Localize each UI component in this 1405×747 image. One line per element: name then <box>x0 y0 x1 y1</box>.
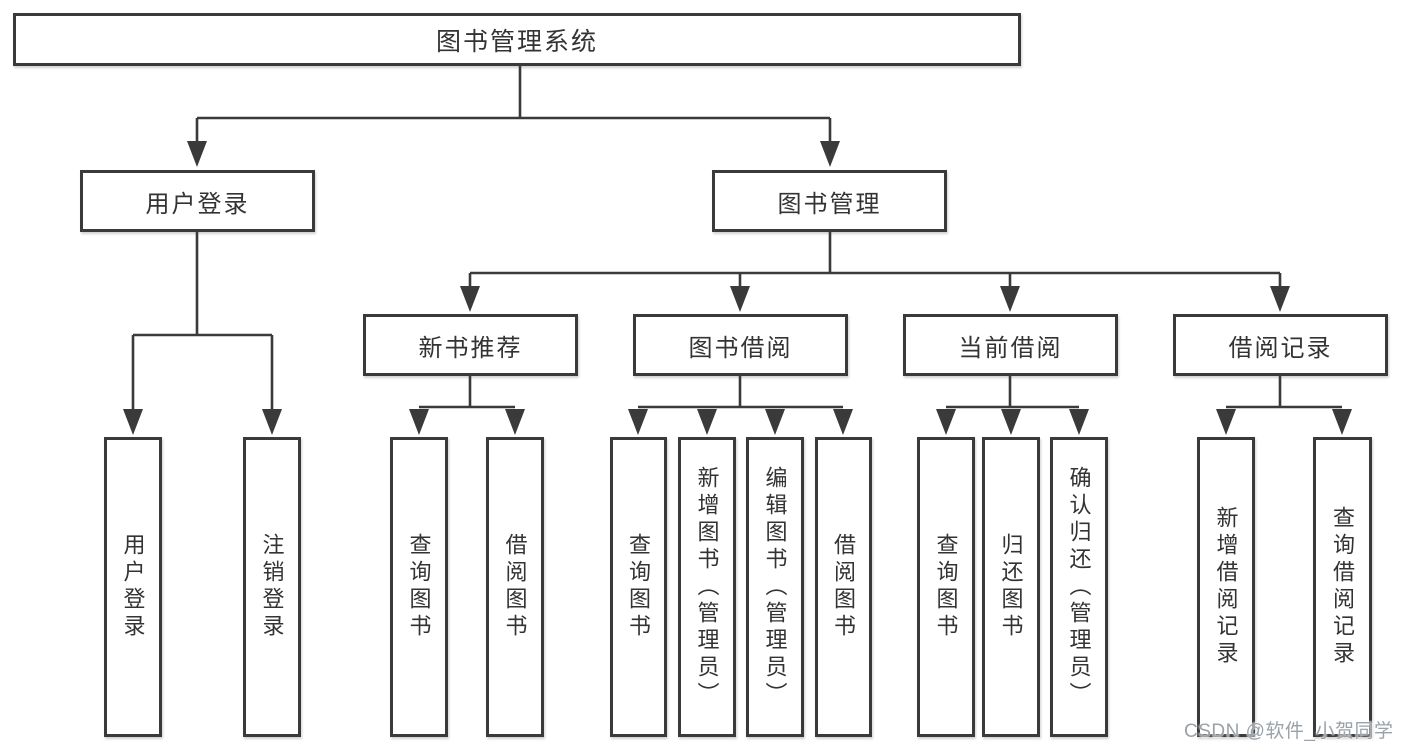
node-label: 查询借阅记录 <box>1330 506 1356 668</box>
arrowhead-down-icon <box>628 409 648 435</box>
leaf-logout-login: 注销登录 <box>243 437 301 737</box>
node-label: 查询图书 <box>406 533 432 641</box>
arrowhead-down-icon <box>409 409 429 435</box>
leaf-return-books: 归还图书 <box>982 437 1040 737</box>
leaf-query-books-borrow: 查询图书 <box>610 437 667 737</box>
node-label: 新增借阅记录 <box>1213 506 1239 668</box>
node-label: 查询图书 <box>933 533 959 641</box>
arrowhead-down-icon <box>820 141 840 167</box>
connector-borrow-to-leaves <box>638 376 843 409</box>
connector-records-to-leaves <box>1226 376 1342 409</box>
node-label: 当前借阅 <box>958 334 1063 362</box>
node-label: 确认归还（管理员） <box>1066 465 1092 709</box>
leaf-add-books-admin: 新增图书（管理员） <box>678 437 736 737</box>
leaf-borrow-books: 借阅图书 <box>815 437 872 737</box>
leaf-confirm-return-admin: 确认归还（管理员） <box>1050 437 1108 737</box>
arrowhead-down-icon <box>765 409 785 435</box>
node-label: 归还图书 <box>998 533 1024 641</box>
node-label: 借阅记录 <box>1228 334 1333 362</box>
arrowhead-down-icon <box>262 409 282 435</box>
arrowhead-down-icon <box>1332 409 1352 435</box>
csdn-watermark: CSDN @软件_小贺同学 <box>1184 721 1394 742</box>
leaf-edit-books-admin: 编辑图书（管理员） <box>746 437 804 737</box>
node-label: 用户登录 <box>145 190 250 218</box>
node-book-borrowing: 图书借阅 <box>633 314 848 376</box>
arrowhead-down-icon <box>697 409 717 435</box>
leaf-user-login: 用户登录 <box>104 437 162 737</box>
node-label: 图书管理系统 <box>435 27 598 56</box>
node-label: 查询图书 <box>626 533 652 641</box>
node-label: 用户登录 <box>120 533 146 641</box>
leaf-borrow-books-recommend: 借阅图书 <box>486 437 544 737</box>
node-label: 新增图书（管理员） <box>694 465 720 709</box>
leaf-query-borrow-record: 查询借阅记录 <box>1313 437 1372 737</box>
leaf-add-borrow-record: 新增借阅记录 <box>1197 437 1255 737</box>
node-label: 图书管理 <box>777 190 882 218</box>
arrowhead-down-icon <box>1216 409 1236 435</box>
node-user-login: 用户登录 <box>80 170 315 232</box>
node-label: 借阅图书 <box>502 533 528 641</box>
arrowhead-down-icon <box>730 286 750 312</box>
connector-newrec-to-leaves <box>419 376 515 409</box>
leaf-query-books-current: 查询图书 <box>917 437 975 737</box>
node-label: 注销登录 <box>259 533 285 641</box>
connector-root-to-level2 <box>195 66 832 143</box>
arrowhead-down-icon <box>1069 409 1089 435</box>
arrowhead-down-icon <box>936 409 956 435</box>
connector-userlogin-to-leaves <box>131 232 274 412</box>
connector-bookmgmt-to-level3 <box>468 232 1282 288</box>
node-library-management-system: 图书管理系统 <box>13 13 1021 66</box>
arrowhead-down-icon <box>1000 286 1020 312</box>
arrowhead-down-icon <box>833 409 853 435</box>
connector-current-to-leaves <box>946 376 1079 409</box>
node-new-book-recommend: 新书推荐 <box>363 314 578 376</box>
arrowhead-down-icon <box>123 409 143 435</box>
arrowhead-down-icon <box>1270 286 1290 312</box>
arrowheads <box>123 141 1352 435</box>
arrowhead-down-icon <box>1001 409 1021 435</box>
node-label: 借阅图书 <box>831 533 857 641</box>
arrowhead-down-icon <box>460 286 480 312</box>
arrowhead-down-icon <box>187 141 207 167</box>
node-label: 图书借阅 <box>688 334 793 362</box>
node-current-borrowing: 当前借阅 <box>903 314 1118 376</box>
node-label: 新书推荐 <box>418 334 523 362</box>
node-label: 编辑图书（管理员） <box>762 465 788 709</box>
node-book-management: 图书管理 <box>712 170 947 232</box>
leaf-query-books-recommend: 查询图书 <box>390 437 448 737</box>
arrowhead-down-icon <box>505 409 525 435</box>
node-borrowing-records: 借阅记录 <box>1173 314 1388 376</box>
